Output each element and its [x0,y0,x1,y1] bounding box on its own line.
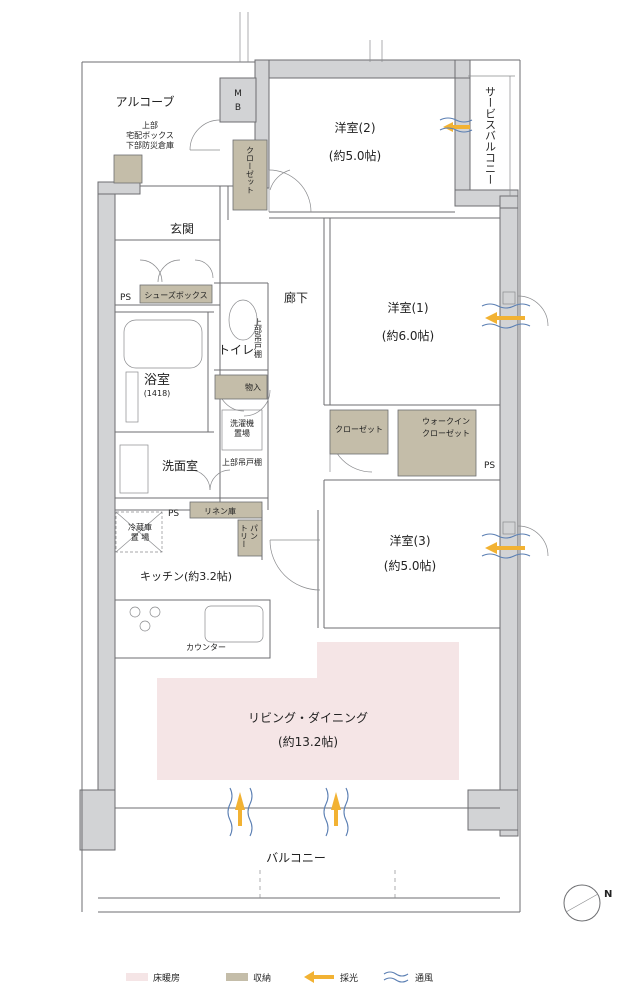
toilet-label: トイレ [218,343,254,357]
walkin-closet [397,409,477,477]
shoe-box-label: シューズボックス [144,290,207,300]
balcony-label: バルコニー [266,851,326,865]
shoe-box [139,284,213,304]
legend-label-storage: 収納 [253,972,271,984]
counter-label: カウンター [186,643,226,652]
stove-burners-icon [129,606,161,632]
living-name: リビング・ダイニング [248,710,368,725]
mb-label-b: B [235,103,241,113]
bathtub [123,319,203,369]
entrance-label: 玄関 [170,221,194,236]
kitchen-counter [114,599,271,659]
washer-label-top: 洗濯機 [230,418,254,428]
mb-label-m: M [234,89,242,99]
walkin-label-top: ウォークイン [422,417,470,426]
kitchen-label: キッチン(約3.2帖) [140,569,232,583]
washroom-upper-cabinet-label: 上部吊戸棚 [222,457,262,467]
disaster-storage-label: 下部防災倉庫 [126,140,174,150]
storage-small [214,374,268,400]
legend-label-daylight: 採光 [340,972,358,984]
ventilation-wave-icon [383,971,409,983]
north-label: N [604,889,612,900]
ps-right-label: PS [484,461,495,471]
western1-size: (約6.0帖) [382,328,434,343]
bath-name: 浴室 [144,372,170,388]
legend-swatch-storage [226,973,248,981]
legend-label-floor-heating: 床暖房 [153,972,180,984]
western2-size: (約5.0帖) [329,148,381,163]
legend: 床暖房 収納 採光 通風 [126,971,433,984]
ventilation-waves [227,117,531,837]
western3-size: (約5.0帖) [384,558,436,573]
bath-size: (1418) [144,389,171,398]
service-balcony-label: サービスバルコニー [484,86,497,185]
closet-western1 [329,409,389,455]
ps-left-label: PS [120,293,131,303]
delivery-box-label-top: 上部 [142,120,158,130]
linen-label: リネン庫 [204,506,236,516]
pantry-label-bottom: トリー [240,524,249,548]
floor-heating-zone-dining [157,678,317,780]
bath-shelf [125,371,139,423]
washer-label-bottom: 置場 [234,428,250,438]
toilet-upper-cabinet-label: 上部吊戸棚 [254,318,263,359]
alcove-label: アルコーブ [116,94,175,109]
western1-name: 洋室(1) [388,300,429,315]
sink [204,605,264,643]
daylight-arrow-icon [304,971,334,983]
windows [502,291,549,557]
delivery-box-label: 宅配ボックス [126,130,174,140]
pantry [237,519,263,557]
linen-closet [189,501,263,519]
legend-label-ventilation: 通風 [415,973,433,984]
fridge-space [115,511,163,553]
closet-western2-label: クローゼット [246,146,255,194]
walkin-label-bottom: クローゼット [422,428,470,438]
wash-basin [119,444,149,494]
pantry-label-top: パン [250,524,259,540]
legend-swatch-floor-heating [126,973,148,981]
washer-space [221,409,263,451]
delivery-box [113,154,143,184]
mb-box [219,77,257,123]
closet-western1-label: クローゼット [335,424,383,434]
western2-name: 洋室(2) [335,120,376,135]
ps-kitchen-label: PS [168,509,179,519]
storage-small-label: 物入 [245,382,261,392]
toilet-bowl [228,299,258,341]
fridge-label-bottom: 置 場 [131,532,150,542]
washroom-label: 洗面室 [162,458,198,473]
hallway-label: 廊下 [284,290,308,305]
compass-icon [563,884,601,922]
daylight-arrows [235,122,525,826]
fridge-label-top: 冷蔵庫 [128,522,152,532]
living-size: (約13.2帖) [278,734,338,749]
floor-heating-zone-living [317,642,459,780]
closet-western2 [232,139,268,211]
western3-name: 洋室(3) [390,533,431,548]
